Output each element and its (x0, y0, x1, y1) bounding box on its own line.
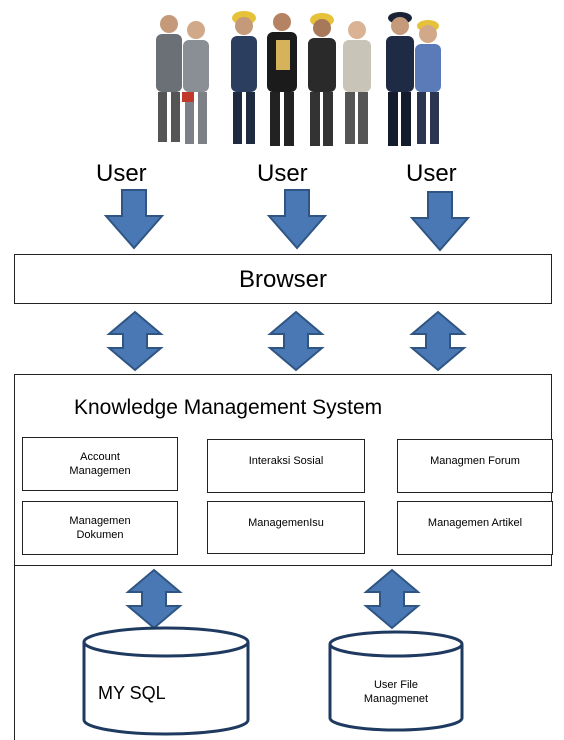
down-arrow-3 (411, 191, 469, 251)
user-label-3: User (406, 160, 457, 187)
kms-left-border (14, 566, 15, 740)
user-label-2: User (257, 160, 308, 187)
module-managmen-forum: Managmen Forum (397, 439, 553, 493)
user-file-label: User File Managmenet (363, 679, 429, 705)
user-label-1: User (96, 160, 147, 187)
worker-figures (156, 11, 441, 146)
module-label: Interaksi Sosial (248, 455, 324, 467)
down-arrow-1 (105, 189, 163, 249)
module-label: ManagemenIsu (248, 517, 324, 529)
double-arrow-db-1 (127, 569, 181, 629)
module-label: Managemen Dokumen (69, 515, 131, 541)
users-photo (156, 11, 441, 146)
mysql-database-icon (82, 626, 250, 736)
browser-box: Browser (14, 254, 552, 304)
module-managemen-artikel: Managemen Artikel (397, 501, 553, 555)
module-label: Account Managemen (69, 451, 131, 477)
double-arrow-browser-1 (108, 311, 162, 371)
kms-title: Knowledge Management System (74, 396, 383, 419)
module-account-managemen: Account Managemen (22, 437, 178, 491)
module-label: Managmen Forum (430, 455, 520, 467)
mysql-label: MY SQL (98, 683, 166, 703)
double-arrow-browser-3 (411, 311, 465, 371)
down-arrow-2 (268, 189, 326, 249)
double-arrow-browser-2 (269, 311, 323, 371)
browser-label: Browser (238, 266, 328, 293)
double-arrow-db-2 (365, 569, 419, 629)
module-interaksi-sosial: Interaksi Sosial (207, 439, 365, 493)
module-managemenisu: ManagemenIsu (207, 501, 365, 554)
module-label: Managemen Artikel (427, 517, 523, 529)
module-managemen-dokumen: Managemen Dokumen (22, 501, 178, 555)
user-file-database-icon (328, 630, 464, 732)
